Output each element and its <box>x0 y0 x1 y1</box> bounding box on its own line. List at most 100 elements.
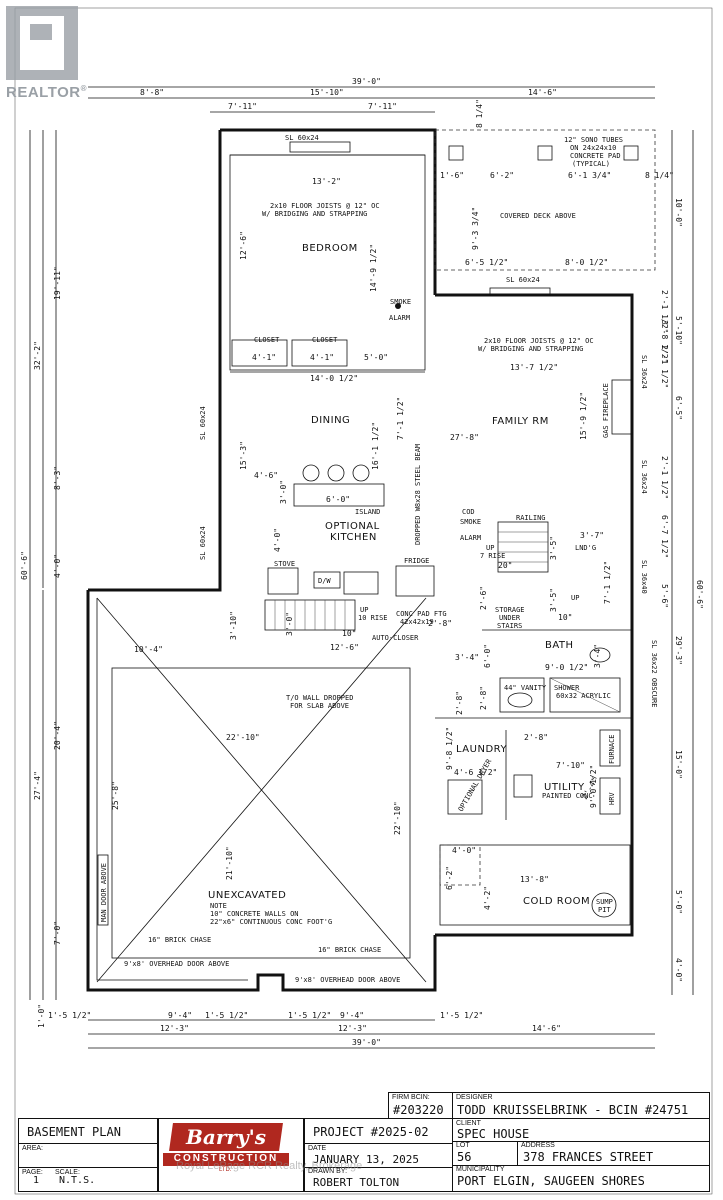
svg-text:16" BRICK CHASE: 16" BRICK CHASE <box>318 946 381 954</box>
svg-text:4'-2": 4'-2" <box>483 886 492 910</box>
svg-text:2'-8": 2'-8" <box>479 686 488 710</box>
svg-text:GAS FIREPLACE: GAS FIREPLACE <box>602 383 610 438</box>
svg-text:STOVE: STOVE <box>274 560 295 568</box>
svg-text:COLD ROOM: COLD ROOM <box>523 896 590 907</box>
svg-text:5'-6": 5'-6" <box>660 584 669 608</box>
svg-text:SL 60x24: SL 60x24 <box>506 276 540 284</box>
svg-text:FRIDGE: FRIDGE <box>404 557 429 565</box>
svg-text:19'-11": 19'-11" <box>53 266 62 300</box>
svg-text:SL 60x24: SL 60x24 <box>285 134 319 142</box>
svg-text:ALARM: ALARM <box>460 534 481 542</box>
svg-text:8 1/4": 8 1/4" <box>645 171 674 180</box>
svg-text:2'-1 1/2": 2'-1 1/2" <box>660 290 669 333</box>
svg-text:1'-6": 1'-6" <box>440 171 464 180</box>
svg-text:20": 20" <box>498 561 512 570</box>
svg-text:6'-5 1/2": 6'-5 1/2" <box>465 258 508 267</box>
svg-text:9'-0 1/2": 9'-0 1/2" <box>545 663 588 672</box>
svg-text:6'-7 1/2": 6'-7 1/2" <box>660 515 669 558</box>
svg-text:20'-4": 20'-4" <box>53 721 62 750</box>
svg-text:4'-0": 4'-0" <box>674 958 683 982</box>
svg-text:SMOKE: SMOKE <box>460 518 481 526</box>
svg-text:SL 36x24: SL 36x24 <box>640 355 648 389</box>
svg-text:1'-5 1/2": 1'-5 1/2" <box>288 1011 331 1020</box>
barrys-construction-logo: Barry's CONSTRUCTION LTD. <box>158 1118 304 1192</box>
svg-text:2x10 FLOOR JOISTS @ 12" OC: 2x10 FLOOR JOISTS @ 12" OC <box>484 337 594 345</box>
svg-text:CONC PAD FTG: CONC PAD FTG <box>396 610 447 618</box>
svg-text:RAILING: RAILING <box>516 514 546 522</box>
svg-text:12'-6": 12'-6" <box>239 231 248 260</box>
svg-text:14'-0 1/2": 14'-0 1/2" <box>310 374 358 383</box>
svg-text:7'-11": 7'-11" <box>228 102 257 111</box>
svg-text:60'-6": 60'-6" <box>20 551 29 580</box>
svg-text:W/ BRIDGING AND STRAPPING: W/ BRIDGING AND STRAPPING <box>478 345 583 353</box>
svg-text:7'-11": 7'-11" <box>368 102 397 111</box>
svg-text:2'-6": 2'-6" <box>479 586 488 610</box>
svg-text:3'-5": 3'-5" <box>549 588 558 612</box>
svg-text:(TYPICAL): (TYPICAL) <box>572 160 610 168</box>
svg-text:1'-5 1/2": 1'-5 1/2" <box>48 1011 91 1020</box>
svg-text:3'-4": 3'-4" <box>593 644 602 668</box>
project-number: PROJECT #2025-02 <box>313 1125 429 1139</box>
svg-text:32'-2": 32'-2" <box>33 341 42 370</box>
svg-text:STORAGE: STORAGE <box>495 606 525 614</box>
svg-text:10'-4": 10'-4" <box>134 645 163 654</box>
svg-text:22'-10": 22'-10" <box>226 733 260 742</box>
cold-room: 4'-0" 13'-8" COLD ROOM 6'-2" 4'-2" SUMP … <box>439 844 631 926</box>
svg-text:21'-10": 21'-10" <box>225 846 234 880</box>
svg-text:39'-0": 39'-0" <box>352 77 381 86</box>
svg-text:4'-1": 4'-1" <box>252 353 276 362</box>
svg-text:3'-5": 3'-5" <box>549 536 558 560</box>
svg-text:25'-8": 25'-8" <box>111 781 120 810</box>
svg-text:5'-0": 5'-0" <box>364 353 388 362</box>
svg-text:AUTO-CLOSER: AUTO-CLOSER <box>372 634 419 642</box>
svg-text:39'-0": 39'-0" <box>352 1038 381 1047</box>
svg-text:2'-8": 2'-8" <box>428 619 452 628</box>
realtor-r-icon <box>6 6 78 80</box>
svg-text:22'-10": 22'-10" <box>393 801 402 835</box>
svg-text:9'x8' OVERHEAD DOOR ABOVE: 9'x8' OVERHEAD DOOR ABOVE <box>124 960 229 968</box>
svg-text:W/ BRIDGING AND STRAPPING: W/ BRIDGING AND STRAPPING <box>262 210 367 218</box>
svg-text:16" BRICK CHASE: 16" BRICK CHASE <box>148 936 211 944</box>
svg-text:8'-0 1/2": 8'-0 1/2" <box>565 258 608 267</box>
svg-text:10" CONCRETE WALLS ON: 10" CONCRETE WALLS ON <box>210 910 299 918</box>
svg-text:60'-6": 60'-6" <box>695 580 704 609</box>
svg-text:16'-1 1/2": 16'-1 1/2" <box>371 422 380 470</box>
svg-text:8'-3": 8'-3" <box>53 466 62 490</box>
svg-text:3'-8 1/2": 3'-8 1/2" <box>660 320 669 363</box>
svg-text:7 RISE: 7 RISE <box>480 552 505 560</box>
svg-text:PIT: PIT <box>598 906 611 914</box>
stairs: RAILING UP 7 RISE 3'-7" LND'G UP 7'-1 1/… <box>134 508 612 654</box>
svg-text:UNEXCAVATED: UNEXCAVATED <box>208 890 286 901</box>
svg-text:7'-0": 7'-0" <box>53 921 62 945</box>
svg-text:DROPPED W8x28 STEEL BEAM: DROPPED W8x28 STEEL BEAM <box>414 444 422 545</box>
garage: 22'-10" 21'-10" 22'-10" 25'-8" T/O WALL … <box>96 586 600 984</box>
svg-text:6'-1 3/4": 6'-1 3/4" <box>568 171 611 180</box>
svg-text:2x10 FLOOR JOISTS @ 12" OC: 2x10 FLOOR JOISTS @ 12" OC <box>270 202 380 210</box>
svg-text:CLOSET: CLOSET <box>254 336 280 344</box>
svg-text:UNDER: UNDER <box>499 614 521 622</box>
svg-text:BATH: BATH <box>545 640 574 651</box>
svg-text:SMOKE: SMOKE <box>390 298 411 306</box>
designer-cell: DESIGNER TODD KRUISSELBRINK - BCIN #2475… <box>452 1092 710 1120</box>
svg-text:42x42x19: 42x42x19 <box>400 618 434 626</box>
svg-text:BEDROOM: BEDROOM <box>302 243 358 254</box>
svg-text:COD: COD <box>462 508 475 516</box>
svg-text:3'-4": 3'-4" <box>455 653 479 662</box>
svg-text:SL 36x40: SL 36x40 <box>640 560 648 594</box>
svg-text:9'-8 1/2": 9'-8 1/2" <box>445 727 454 770</box>
svg-text:7'-1 1/2": 7'-1 1/2" <box>603 561 612 604</box>
svg-text:UTILITY: UTILITY <box>544 782 585 793</box>
svg-text:10 RISE: 10 RISE <box>358 614 388 622</box>
svg-text:8'-8": 8'-8" <box>140 88 164 97</box>
svg-text:9'-4": 9'-4" <box>340 1011 364 1020</box>
svg-text:4'-0": 4'-0" <box>452 846 476 855</box>
svg-text:4'-0": 4'-0" <box>53 554 62 578</box>
svg-text:8 1/4": 8 1/4" <box>475 99 484 128</box>
svg-text:9'-0 1/2": 9'-0 1/2" <box>589 765 598 808</box>
svg-text:SUMP: SUMP <box>596 898 613 906</box>
svg-text:10": 10" <box>558 613 572 622</box>
svg-text:6'-0": 6'-0" <box>483 644 492 668</box>
svg-text:ALARM: ALARM <box>389 314 410 322</box>
svg-text:MAN DOOR ABOVE: MAN DOOR ABOVE <box>100 863 108 922</box>
